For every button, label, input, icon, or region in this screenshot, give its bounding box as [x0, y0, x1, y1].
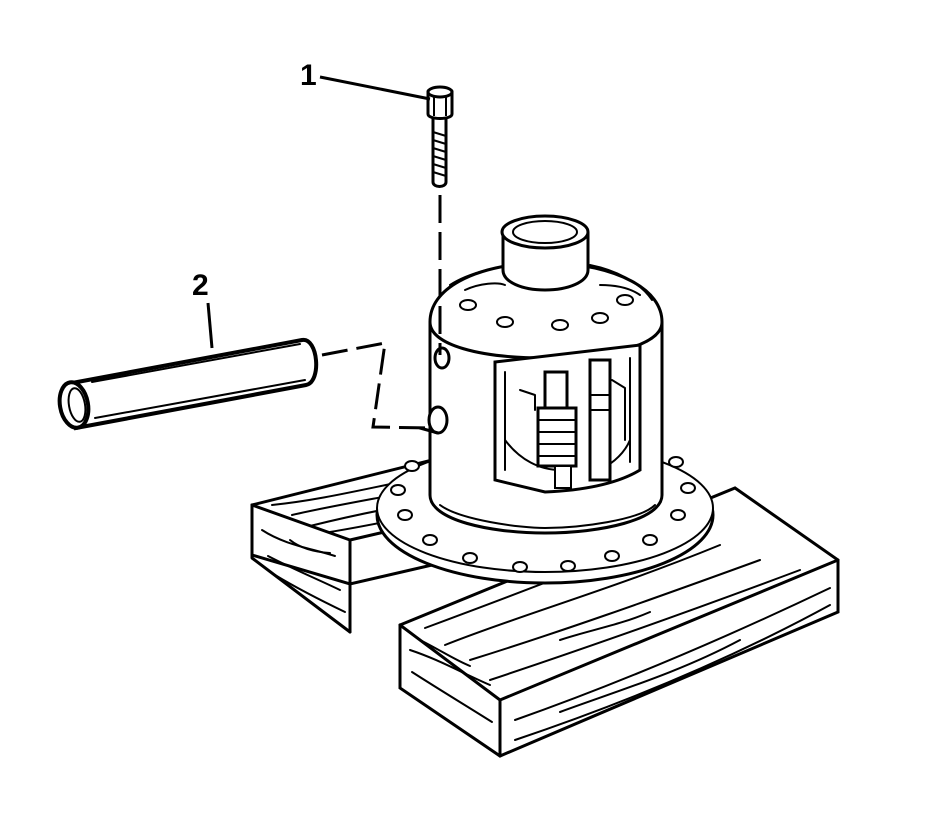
- pinion-shaft-insertion-path: [321, 341, 433, 430]
- bolt: [426, 85, 454, 188]
- callout-2: 2: [192, 269, 214, 349]
- callout-label: 2: [192, 269, 209, 302]
- top-cover-holes: [459, 294, 634, 331]
- callout-1: 1: [300, 59, 431, 101]
- differential-case: [375, 214, 715, 585]
- flange-bolt-holes: [390, 456, 696, 573]
- internal-gears: [519, 358, 626, 489]
- callout-label: 1: [300, 59, 317, 92]
- pinion-shaft: [57, 338, 319, 431]
